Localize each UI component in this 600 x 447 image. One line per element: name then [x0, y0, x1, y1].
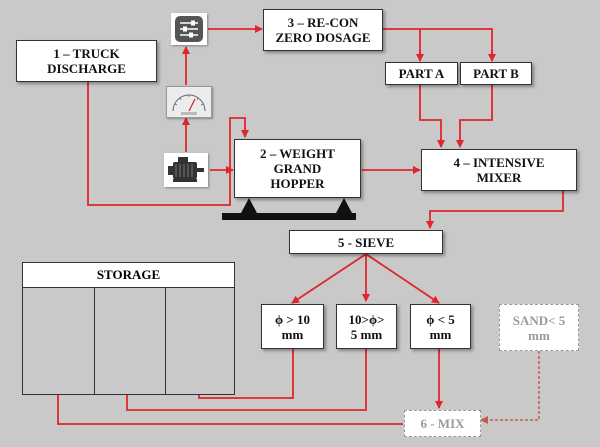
fraction-5-to-10mm-node: 10>ϕ> 5 mm [336, 304, 397, 349]
mix-node: 6 - MIX [404, 410, 481, 437]
part-a-node: PART A [385, 62, 458, 85]
control-panel-icon [171, 13, 207, 45]
sieve-node: 5 - SIEVE [289, 230, 443, 254]
truck-discharge-node: 1 – TRUCK DISCHARGE [16, 40, 157, 82]
motor-icon [164, 153, 208, 187]
fraction-over-10mm-node: ϕ > 10 mm [261, 304, 324, 349]
flow-mix-to-storage [54, 387, 403, 425]
recon-zero-dosage-node: 3 – RE-CON ZERO DOSAGE [263, 9, 383, 51]
intensive-mixer-node: 4 – INTENSIVE MIXER [421, 149, 577, 191]
weighing-gauge-icon [166, 86, 212, 118]
flow-mixer-to-sieve [426, 191, 564, 229]
flow-sieve-to-fractions [291, 253, 367, 304]
flow-parts-to-mixer [419, 84, 445, 148]
part-b-node: PART B [460, 62, 532, 85]
storage-divider [165, 287, 166, 394]
scale-support-icon [222, 198, 356, 220]
weight-grand-hopper-node: 2 – WEIGHT GRAND HOPPER [234, 139, 361, 198]
storage-node: STORAGE [22, 262, 235, 395]
sand-under-5mm-node: SAND< 5 mm [499, 304, 579, 351]
storage-title: STORAGE [23, 263, 234, 288]
storage-divider [94, 287, 95, 394]
flow-recon-to-parts [382, 28, 493, 61]
fraction-under-5mm-node: ϕ < 5 mm [410, 304, 471, 349]
flow-truck-to-hopper [87, 82, 249, 206]
flow-sand-to-mix [480, 351, 540, 424]
